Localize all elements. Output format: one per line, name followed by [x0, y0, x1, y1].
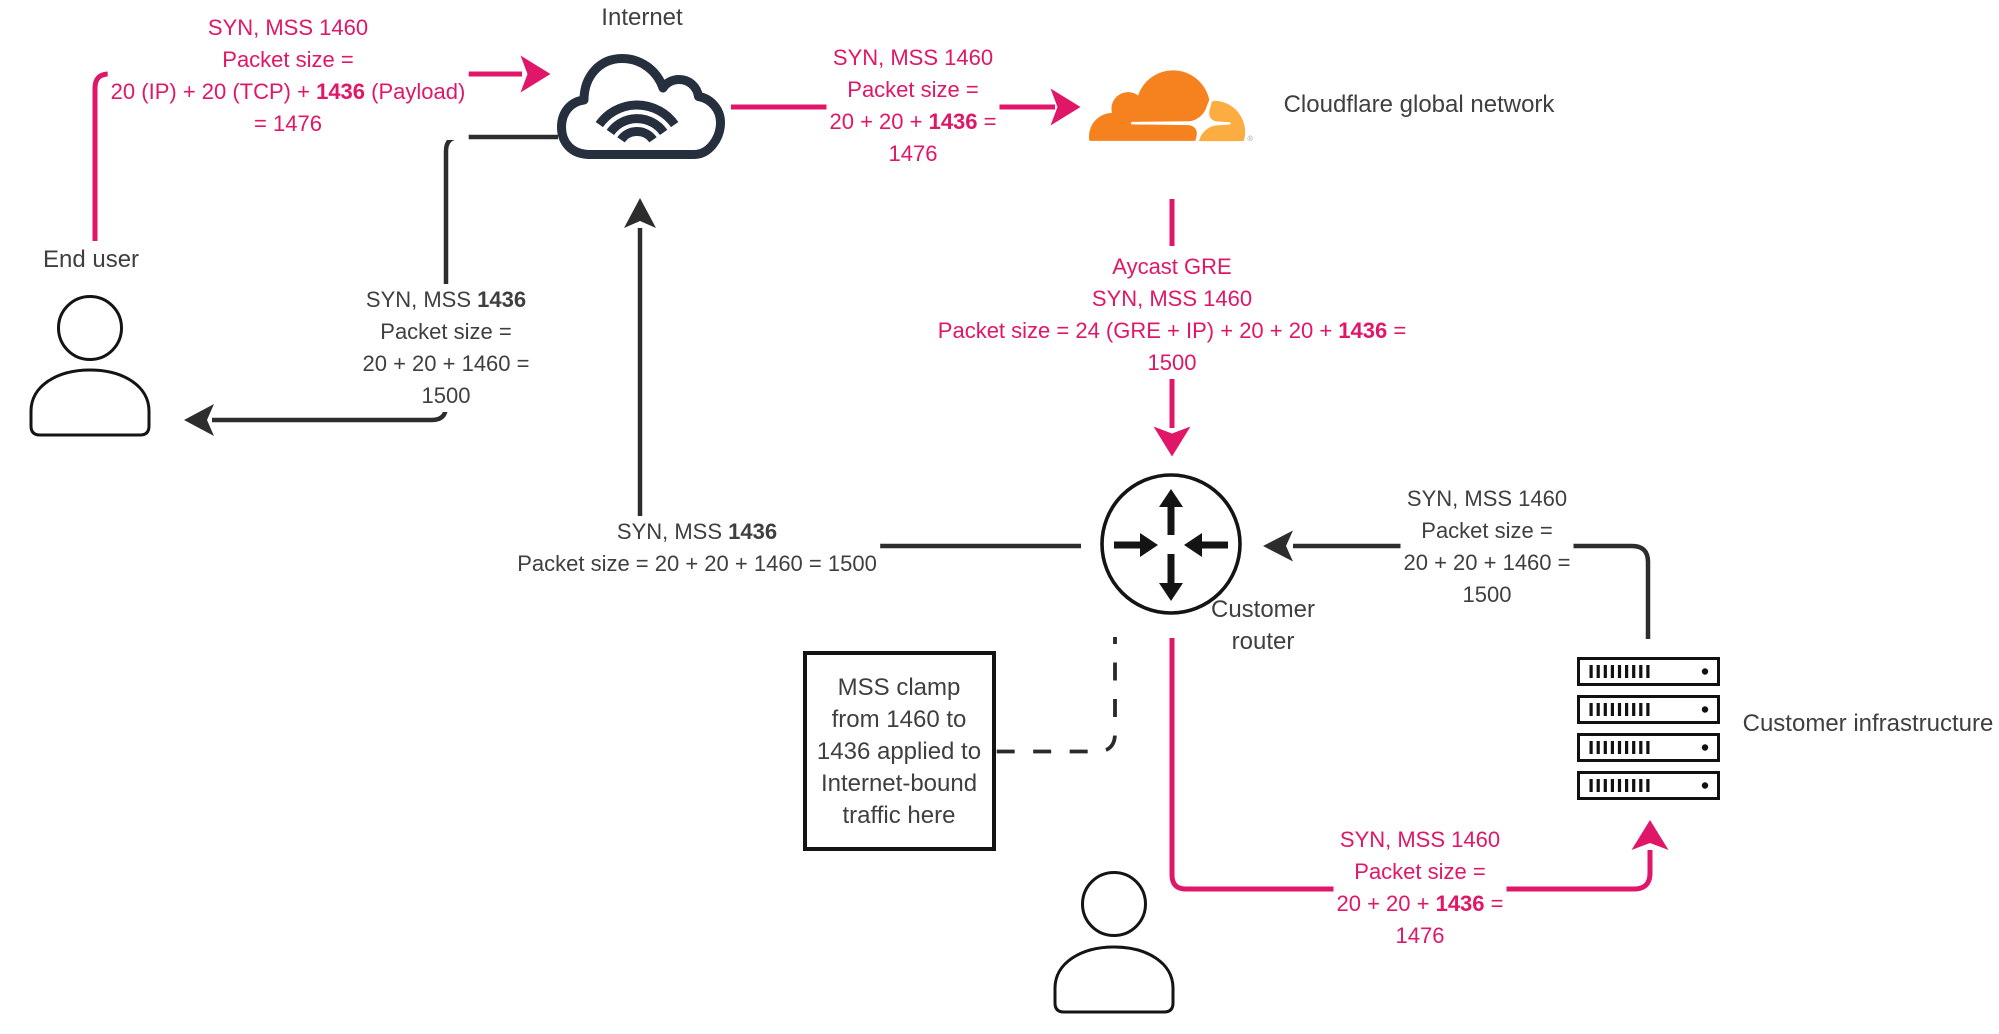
svg-text:®: ® — [1248, 134, 1254, 143]
